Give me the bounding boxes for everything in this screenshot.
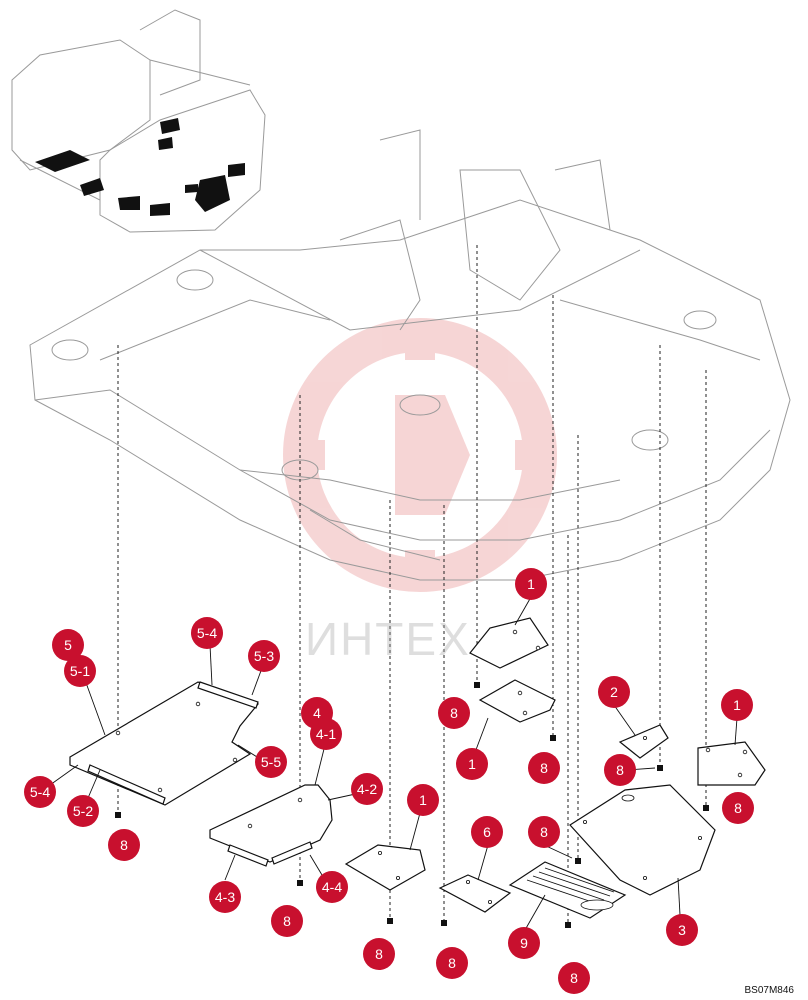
cover-5	[69, 681, 259, 806]
floor-cover-highlights	[35, 118, 245, 216]
svg-text:5-1: 5-1	[70, 663, 90, 679]
grille-9	[508, 861, 627, 919]
callout-8-grille[interactable]: 8	[558, 962, 590, 994]
callout-4-3[interactable]: 4-3	[209, 881, 241, 913]
upper-frame-assembly	[29, 129, 791, 581]
svg-text:4-3: 4-3	[215, 889, 235, 905]
figure-code: BS07M846	[744, 985, 794, 996]
callout-8-cover4[interactable]: 8	[271, 905, 303, 937]
callout-1-upper[interactable]: 1	[515, 568, 547, 600]
cover-1-lower	[344, 844, 426, 891]
cover-1-upper	[469, 617, 549, 669]
callout-5-3[interactable]: 5-3	[248, 640, 280, 672]
callout-8-cover3[interactable]: 8	[528, 816, 560, 848]
callout-1-mid[interactable]: 1	[456, 748, 488, 780]
callout-1-right[interactable]: 1	[721, 689, 753, 721]
leader-lines	[49, 596, 738, 931]
svg-text:8: 8	[540, 760, 548, 776]
bolts	[115, 682, 709, 928]
callout-1-lower[interactable]: 1	[407, 784, 439, 816]
svg-text:8: 8	[570, 970, 578, 986]
callout-8-cover2[interactable]: 8	[604, 754, 636, 786]
callout-3[interactable]: 3	[666, 914, 698, 946]
svg-text:9: 9	[520, 935, 528, 951]
cover-4	[209, 784, 333, 867]
callout-5-4-left[interactable]: 5-4	[24, 776, 56, 808]
svg-text:5-5: 5-5	[261, 754, 281, 770]
callout-8-cover5[interactable]: 8	[108, 829, 140, 861]
callout-5-5[interactable]: 5-5	[255, 746, 287, 778]
callout-8-mid[interactable]: 8	[528, 752, 560, 784]
excavator-overview-inset	[11, 9, 266, 233]
callout-5-4-top[interactable]: 5-4	[191, 617, 223, 649]
svg-text:5-2: 5-2	[73, 803, 93, 819]
svg-text:4-1: 4-1	[316, 726, 336, 742]
cover-1-mid	[478, 679, 556, 723]
cover-6	[438, 874, 512, 913]
svg-text:1: 1	[527, 576, 535, 592]
callout-8-cover1-lower[interactable]: 8	[363, 938, 395, 970]
svg-text:2: 2	[610, 684, 618, 700]
svg-text:5-3: 5-3	[254, 648, 274, 664]
callout-8-upper[interactable]: 8	[438, 697, 470, 729]
cover-2	[618, 724, 669, 759]
svg-text:6: 6	[483, 824, 491, 840]
svg-text:3: 3	[678, 922, 686, 938]
callout-4-4[interactable]: 4-4	[316, 871, 348, 903]
svg-text:1: 1	[419, 792, 427, 808]
svg-text:8: 8	[283, 913, 291, 929]
callout-5[interactable]: 5	[52, 629, 84, 661]
svg-text:8: 8	[734, 800, 742, 816]
callout-4-1[interactable]: 4-1	[310, 718, 342, 750]
cover-3	[569, 784, 716, 896]
callout-8-right[interactable]: 8	[722, 792, 754, 824]
svg-text:8: 8	[450, 705, 458, 721]
svg-text:5: 5	[64, 637, 72, 653]
svg-text:4-4: 4-4	[322, 879, 342, 895]
svg-text:5-4: 5-4	[30, 784, 50, 800]
watermark-logo	[283, 318, 557, 592]
svg-text:8: 8	[616, 762, 624, 778]
svg-text:5-4: 5-4	[197, 625, 217, 641]
svg-text:4-2: 4-2	[357, 781, 377, 797]
callout-5-1[interactable]: 5-1	[64, 655, 96, 687]
svg-text:1: 1	[733, 697, 741, 713]
svg-text:8: 8	[120, 837, 128, 853]
svg-text:4: 4	[313, 705, 321, 721]
callout-2[interactable]: 2	[598, 676, 630, 708]
callout-6[interactable]: 6	[471, 816, 503, 848]
callout-9[interactable]: 9	[508, 927, 540, 959]
svg-text:8: 8	[448, 955, 456, 971]
cover-1-right	[697, 741, 766, 786]
svg-text:8: 8	[540, 824, 548, 840]
callout-4-2[interactable]: 4-2	[351, 773, 383, 805]
watermark-text: ИНТЕХ	[305, 613, 471, 665]
svg-text:8: 8	[375, 946, 383, 962]
svg-text:1: 1	[468, 756, 476, 772]
callout-8-cover6[interactable]: 8	[436, 947, 468, 979]
callout-5-2[interactable]: 5-2	[67, 795, 99, 827]
